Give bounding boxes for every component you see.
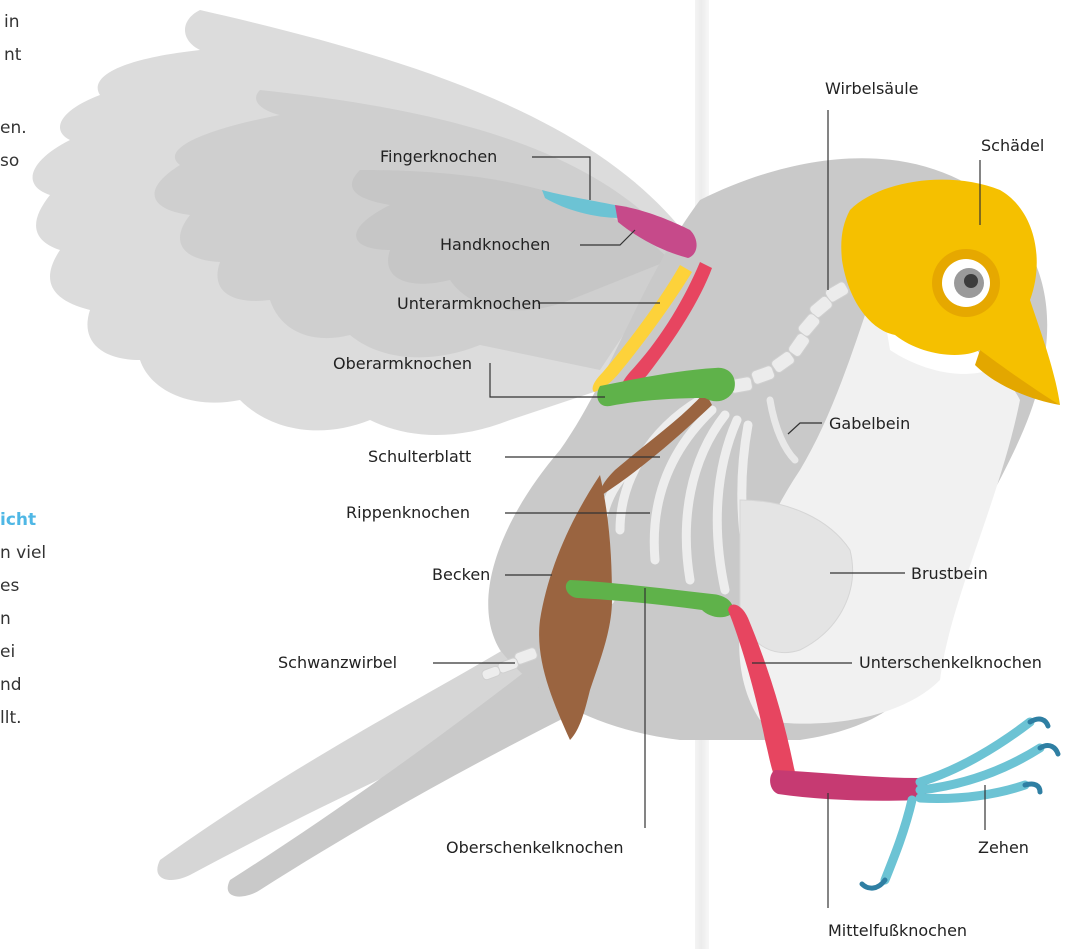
label-mittelfussknochen: Mittelfußknochen [828,921,967,940]
label-unterschenkelknochen: Unterschenkelknochen [859,653,1042,672]
label-rippenknochen: Rippenknochen [346,503,470,522]
metatarsus-bone [770,770,927,801]
label-schwanzwirbel: Schwanzwirbel [278,653,397,672]
label-zehen: Zehen [978,838,1029,857]
label-schaedel: Schädel [981,136,1044,155]
label-fingerknochen: Fingerknochen [380,147,497,166]
label-schulterblatt: Schulterblatt [368,447,471,466]
label-brustbein: Brustbein [911,564,988,583]
label-gabelbein: Gabelbein [829,414,910,433]
label-oberschenkelknochen: Oberschenkelknochen [446,838,624,857]
label-becken: Becken [432,565,490,584]
label-oberarmknochen: Oberarmknochen [333,354,472,373]
label-handknochen: Handknochen [440,235,550,254]
tail-illustration [157,640,580,897]
label-wirbelsaeule: Wirbelsäule [825,79,919,98]
label-unterarmknochen: Unterarmknochen [397,294,541,313]
